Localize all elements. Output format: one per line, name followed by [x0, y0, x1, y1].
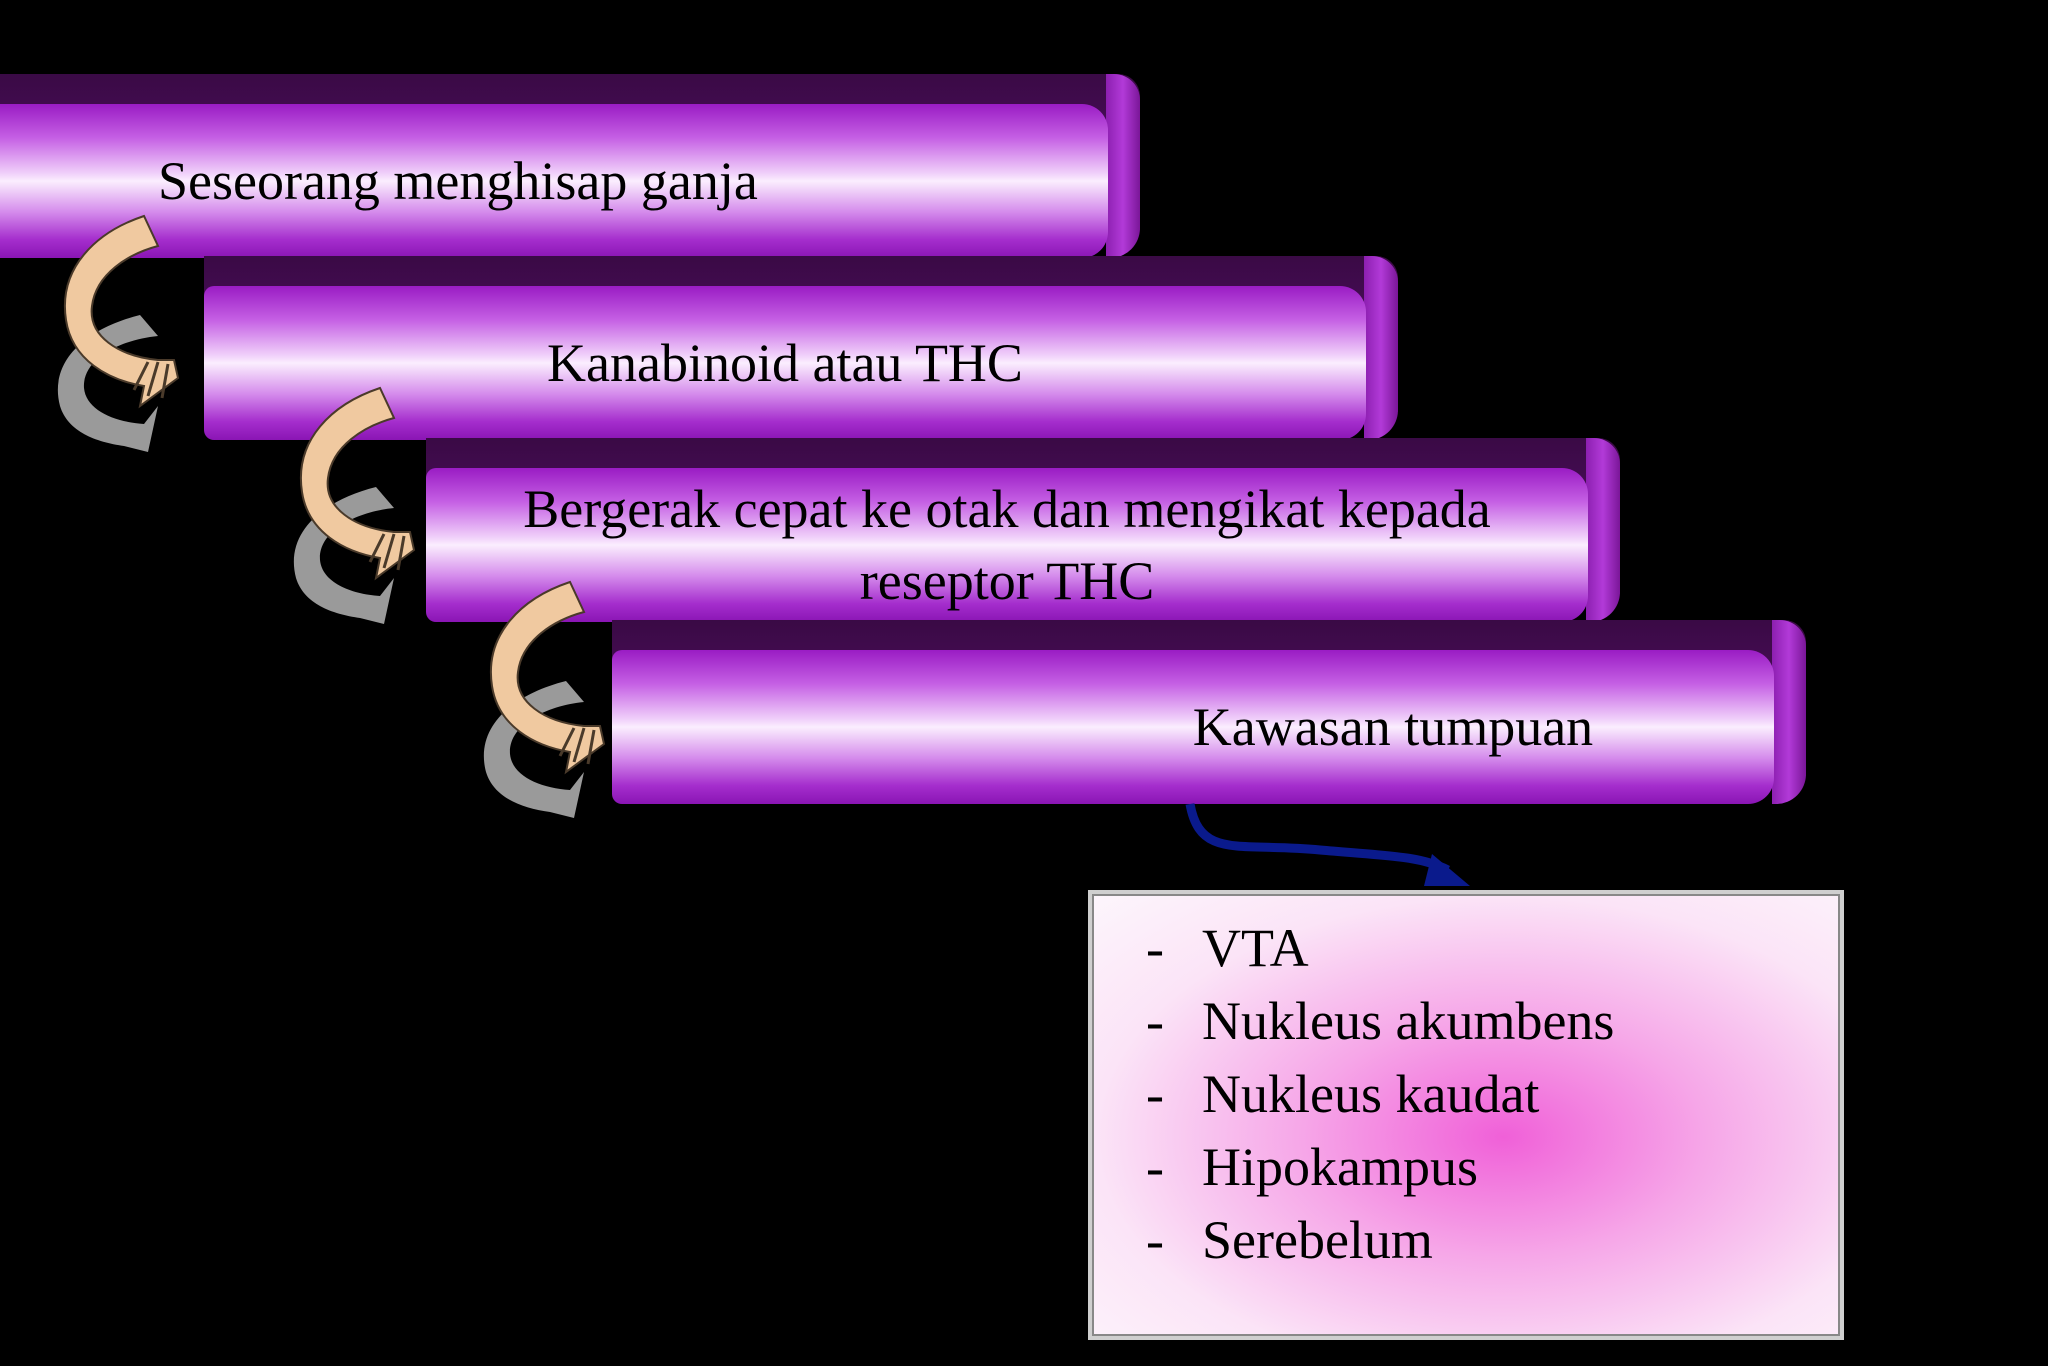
step-bar-4: Kawasan tumpuan [612, 620, 1806, 804]
curved-arrow-icon [293, 386, 416, 624]
step-bar-1: Seseorang menghisap ganja [0, 74, 1140, 258]
list-item: -Nukleus kaudat [1146, 1064, 1540, 1124]
curved-arrow-icon [57, 214, 180, 452]
list-item: -VTA [1146, 918, 1309, 978]
curved-arrow-icon [483, 580, 606, 818]
step-label-1: Seseorang menghisap ganja [158, 151, 758, 211]
step-label-2: Kanabinoid atau THC [547, 333, 1023, 393]
region-list-box: -VTA -Nukleus akumbens -Nukleus kaudat -… [1088, 890, 1844, 1340]
step-bar-2: Kanabinoid atau THC [204, 256, 1398, 440]
step-label-4: Kawasan tumpuan [1192, 697, 1594, 757]
step-bar-3: Bergerak cepat ke otak dan mengikat kepa… [426, 438, 1620, 622]
list-item: -Serebelum [1146, 1210, 1433, 1270]
region-list: -VTA -Nukleus akumbens -Nukleus kaudat -… [1092, 894, 1840, 1277]
list-item: -Hipokampus [1146, 1137, 1478, 1197]
connector-arrow-icon [1185, 803, 1470, 886]
list-item: -Nukleus akumbens [1146, 991, 1615, 1051]
step-label-3: Bergerak cepat ke otak dan mengikat kepa… [523, 479, 1491, 611]
